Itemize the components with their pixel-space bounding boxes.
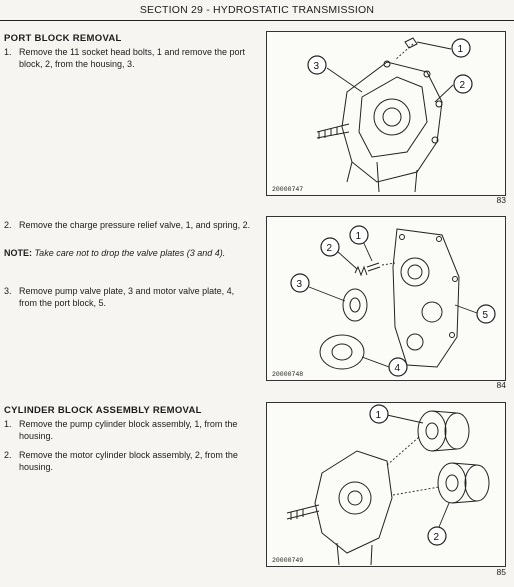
svg-text:1: 1 xyxy=(356,231,362,242)
figure-83: 1 2 3 20000747 xyxy=(266,31,506,196)
section-title: SECTION 29 - HYDROSTATIC TRANSMISSION xyxy=(139,4,375,16)
svg-text:3: 3 xyxy=(314,61,320,72)
figure-number: 83 xyxy=(496,195,506,205)
step-text: Remove pump valve plate, 3 and motor val… xyxy=(19,286,235,308)
step-item: 3. Remove pump valve plate, 3 and motor … xyxy=(4,285,252,309)
figure-number: 84 xyxy=(496,380,506,390)
callout-5: 5 xyxy=(476,304,496,324)
step-text: Remove the charge pressure relief valve,… xyxy=(19,220,251,230)
figure-code: 20000749 xyxy=(272,557,304,564)
svg-text:2: 2 xyxy=(460,80,466,91)
callout-1: 1 xyxy=(369,404,389,424)
step-number: 2. xyxy=(4,450,12,460)
note-label: NOTE: xyxy=(4,248,32,258)
step-text: Remove the motor cylinder block assembly… xyxy=(19,450,238,472)
step-number: 3. xyxy=(4,286,12,296)
callout-2: 2 xyxy=(427,526,447,546)
step-text: Remove the 11 socket head bolts, 1 and r… xyxy=(19,47,245,69)
callout-2: 2 xyxy=(320,237,340,257)
port-block-heading: PORT BLOCK REMOVAL xyxy=(4,33,122,44)
callout-1: 1 xyxy=(451,38,471,58)
figure-85: 1 2 20000749 xyxy=(266,402,506,567)
step-number: 1. xyxy=(4,47,12,57)
callout-3: 3 xyxy=(307,55,327,75)
svg-text:4: 4 xyxy=(395,363,401,374)
note: NOTE: Take care not to drop the valve pl… xyxy=(4,247,252,259)
svg-text:1: 1 xyxy=(458,44,464,55)
svg-text:1: 1 xyxy=(376,410,382,421)
figure-84: 1 2 3 4 5 20000748 xyxy=(266,216,506,381)
callout-1: 1 xyxy=(349,225,369,245)
step-number: 1. xyxy=(4,419,12,429)
step-item: 2. Remove the charge pressure relief val… xyxy=(4,219,252,231)
callout-4: 4 xyxy=(388,357,408,377)
port-block-illustration: 1 2 3 4 5 xyxy=(290,225,496,377)
callout-3: 3 xyxy=(290,273,310,293)
callout-2: 2 xyxy=(453,74,473,94)
page-number: 85 xyxy=(496,567,506,577)
step-text: Remove the pump cylinder block assembly,… xyxy=(19,419,238,441)
svg-text:5: 5 xyxy=(483,310,489,321)
housing-illustration: 1 2 3 xyxy=(307,37,473,193)
cylinder-block-heading: CYLINDER BLOCK ASSEMBLY REMOVAL xyxy=(4,405,202,416)
svg-text:2: 2 xyxy=(327,243,333,254)
cylinder-block-illustration: 1 2 xyxy=(286,404,490,566)
step-item: 1. Remove the pump cylinder block assemb… xyxy=(4,418,252,442)
step-item: 2. Remove the motor cylinder block assem… xyxy=(4,449,252,473)
section-header: SECTION 29 - HYDROSTATIC TRANSMISSION xyxy=(0,0,514,21)
svg-text:2: 2 xyxy=(434,532,440,543)
svg-text:3: 3 xyxy=(297,279,303,290)
step-item: 1. Remove the 11 socket head bolts, 1 an… xyxy=(4,46,252,70)
step-number: 2. xyxy=(4,220,12,230)
note-text: Take care not to drop the valve plates (… xyxy=(34,248,226,258)
figure-code: 20000748 xyxy=(272,371,304,378)
figure-code: 20000747 xyxy=(272,186,304,193)
